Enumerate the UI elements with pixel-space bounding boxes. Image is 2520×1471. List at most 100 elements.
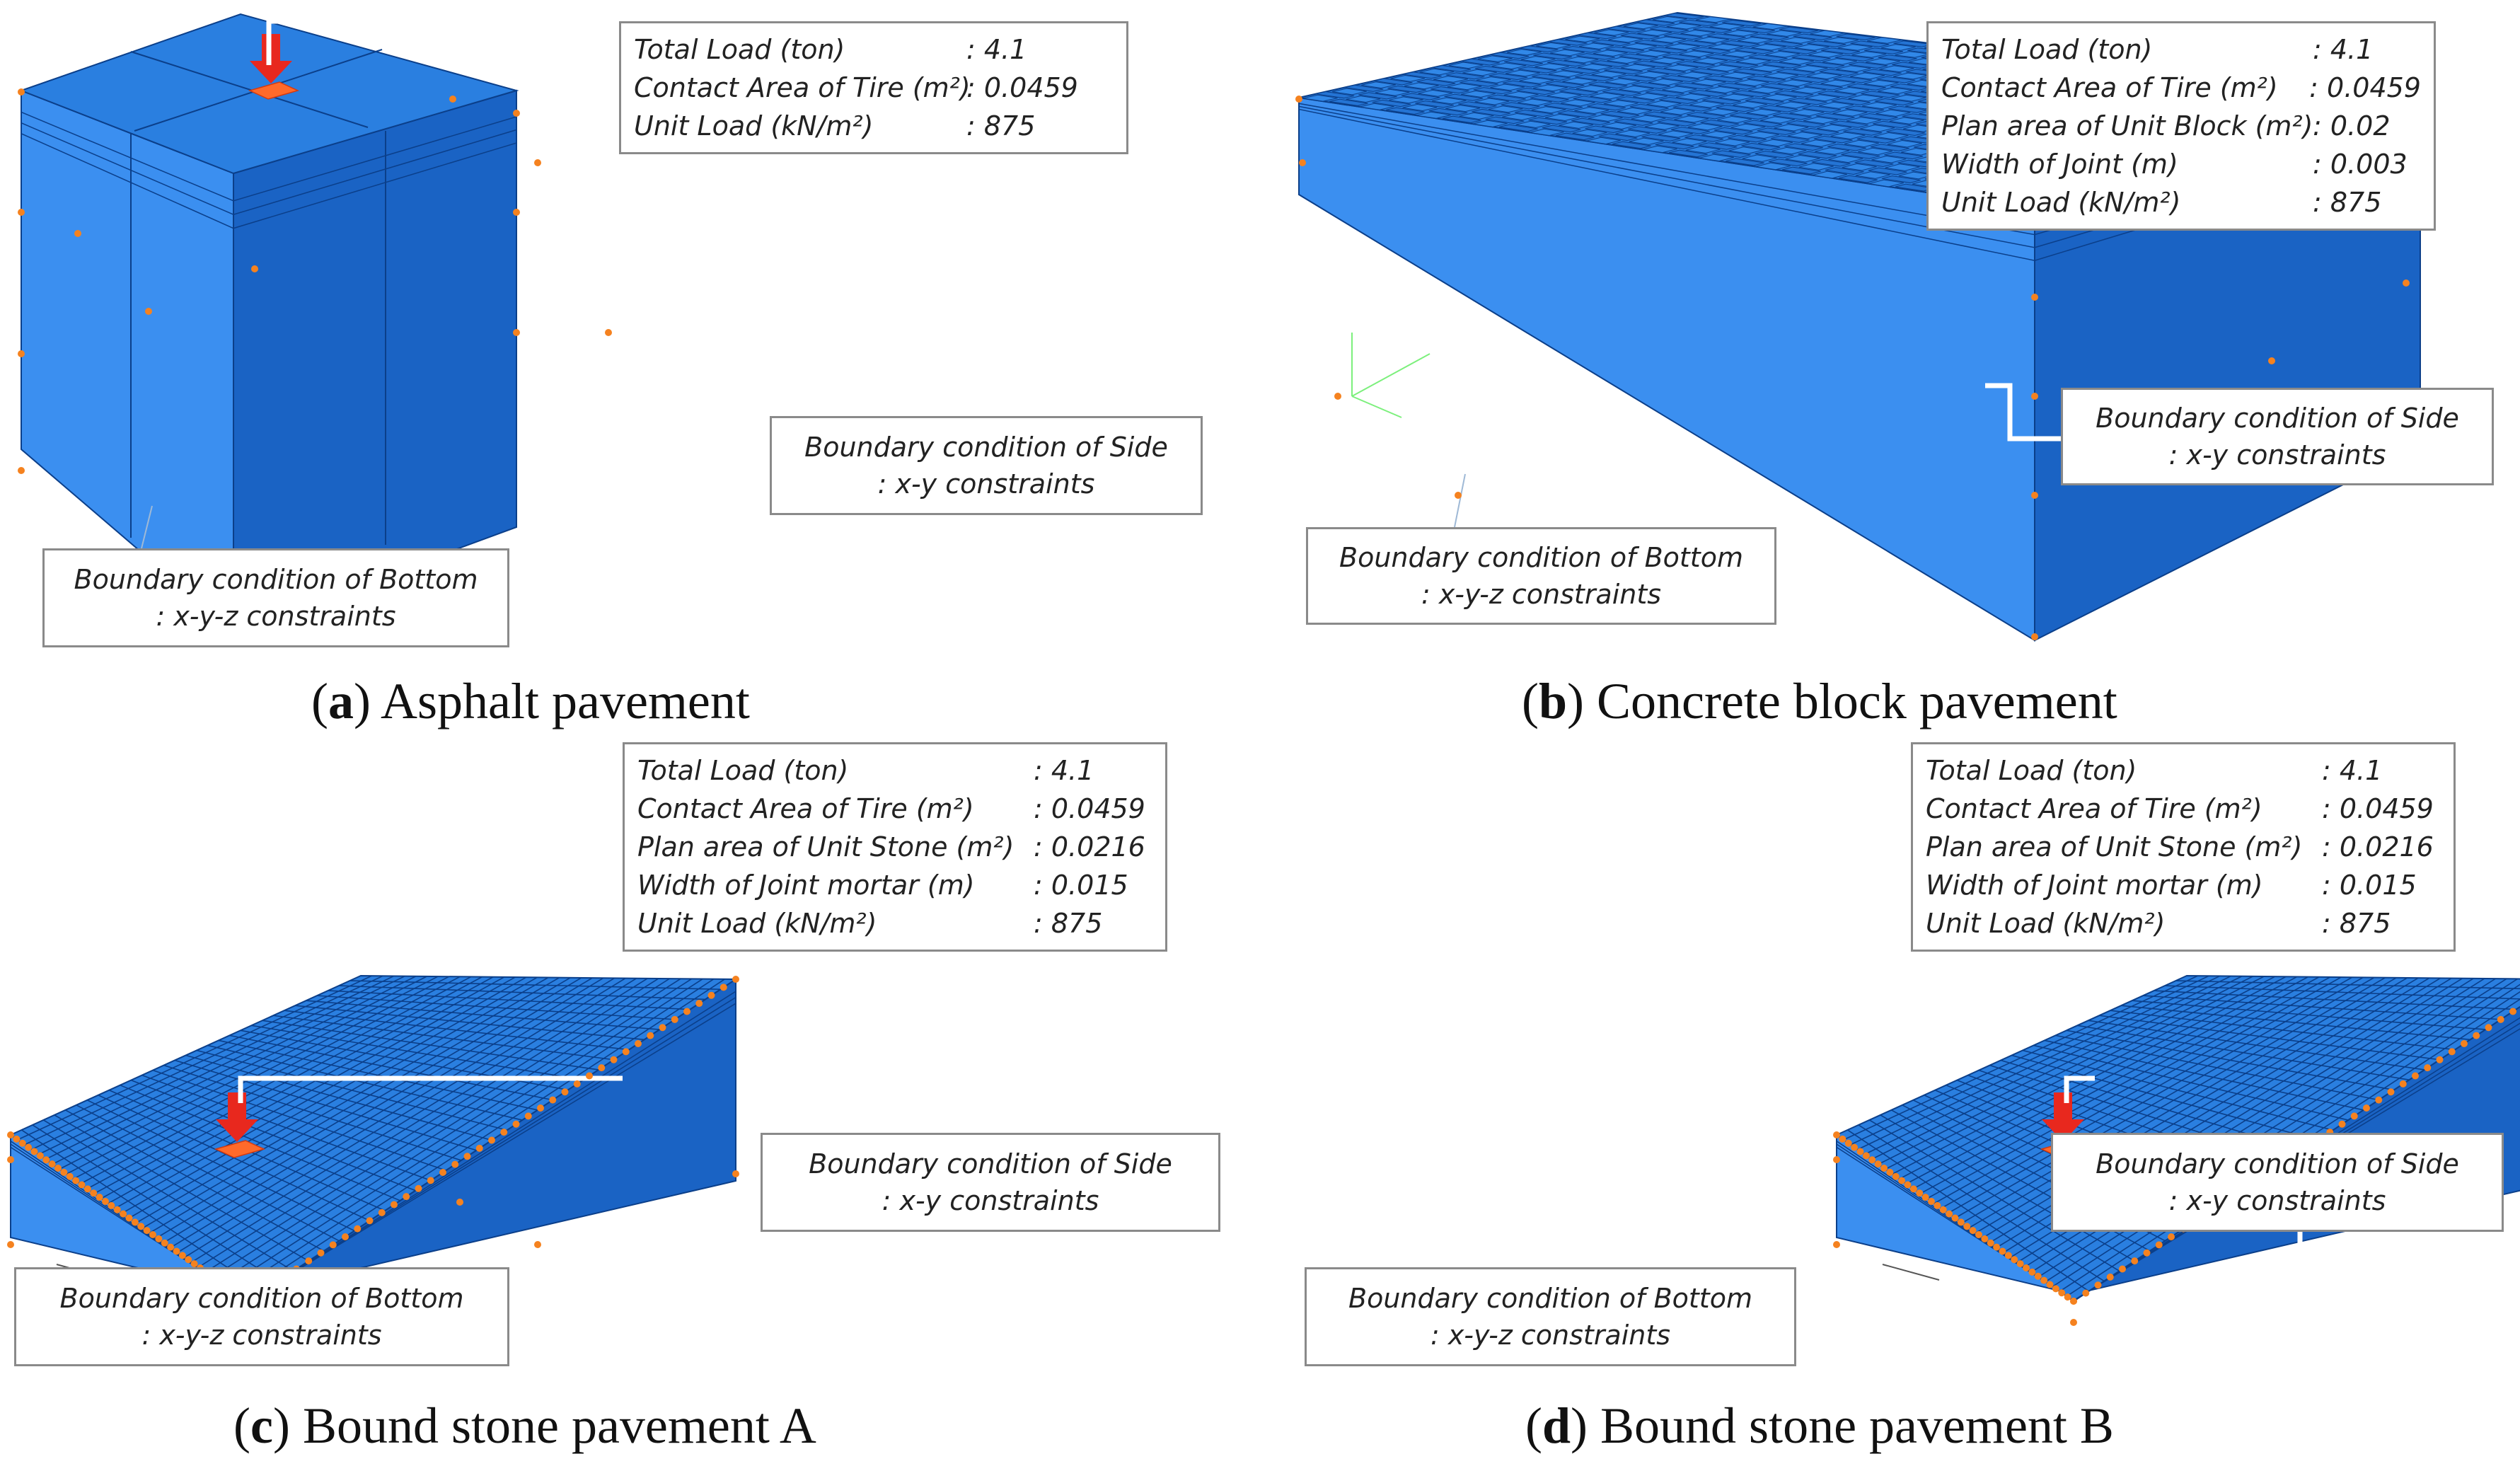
boundary-node	[1851, 1143, 1859, 1151]
paving-block	[1815, 147, 1850, 155]
paving-block	[1755, 162, 1791, 171]
paving-block	[1700, 119, 1740, 127]
boundary-node	[2387, 1088, 2395, 1096]
paving-block	[1878, 54, 1917, 62]
paving-block	[1866, 37, 1902, 44]
info-label: Width of Joint (m)	[1941, 149, 2178, 180]
paving-block	[1790, 76, 1830, 83]
caption-text: Bound stone pavement B	[1600, 1397, 2114, 1454]
boundary-node	[1921, 1194, 1929, 1201]
paving-block	[1346, 96, 1381, 103]
boundary-node	[647, 1032, 654, 1039]
boundary-node	[610, 1056, 618, 1063]
paving-block	[1587, 103, 1626, 111]
paving-block	[1619, 85, 1654, 93]
info-label: Contact Area of Tire (m²)	[1926, 793, 2262, 824]
side-boundary-constraint: : x-y constraints	[2168, 1185, 2386, 1216]
paving-block	[1404, 82, 1439, 90]
paving-block	[1758, 139, 1793, 147]
paving-block	[1848, 94, 1883, 102]
paving-block	[1746, 108, 1781, 116]
paving-block	[1860, 125, 1895, 132]
boundary-node	[2106, 1273, 2114, 1281]
panel-letter: a	[328, 673, 354, 729]
paving-block	[1820, 47, 1861, 54]
paving-block	[1487, 94, 1526, 102]
boundary-node	[25, 1143, 33, 1151]
joint-line	[1919, 976, 2320, 1194]
info-value: : 0.0216	[2322, 831, 2434, 863]
info-value: : 4.1	[1034, 755, 1094, 786]
paving-block	[1731, 90, 1771, 98]
paving-block	[1730, 123, 1766, 131]
boundary-node	[1295, 96, 1302, 103]
joint-line	[233, 979, 715, 1292]
paving-block	[1706, 64, 1742, 72]
boundary-node	[1455, 492, 1462, 499]
joint-line	[198, 978, 659, 1268]
paving-block	[1827, 143, 1866, 151]
paving-block	[1803, 116, 1838, 125]
paving-block	[1828, 155, 1863, 163]
paving-block	[1505, 69, 1540, 77]
paving-block	[1657, 119, 1697, 127]
paving-block	[1889, 117, 1924, 125]
paving-block	[1742, 154, 1777, 162]
paving-block	[1302, 94, 1338, 102]
paving-block	[1544, 113, 1580, 122]
boundary-node	[185, 1256, 192, 1264]
paving-block	[1748, 54, 1788, 62]
paving-block	[1771, 146, 1807, 155]
bottom-boundary-title: Boundary condition of Bottom	[1339, 542, 1743, 573]
paving-block	[1490, 83, 1525, 91]
boundary-node	[2034, 1272, 2042, 1280]
paving-block	[1789, 109, 1825, 117]
boundary-node	[1844, 1139, 1852, 1147]
panel-b: Total Load (ton): 4.1 Contact Area of Ti…	[1260, 0, 2520, 736]
paving-block	[1529, 128, 1564, 136]
paving-block	[1474, 98, 1510, 105]
paving-block	[1573, 96, 1612, 103]
paving-block	[1779, 26, 1818, 34]
boundary-node	[2119, 1265, 2126, 1273]
joint-line	[170, 977, 615, 1248]
paving-block	[1747, 76, 1786, 83]
boundary-node	[190, 1260, 198, 1268]
boundary-node	[391, 1201, 398, 1208]
boundary-node	[2473, 1032, 2480, 1039]
paving-block	[1772, 113, 1812, 120]
boundary-node	[1957, 1218, 1965, 1226]
joint-line	[1961, 976, 2386, 1224]
paving-block	[1784, 143, 1824, 151]
paving-block	[1532, 74, 1571, 81]
boundary-node	[537, 1104, 544, 1112]
paving-block	[1620, 33, 1660, 40]
tire-contact-patch	[214, 1140, 266, 1158]
joint-line	[1843, 975, 2198, 1141]
side-boundary-constraint: : x-y constraints	[877, 468, 1095, 500]
paving-block	[1461, 90, 1496, 98]
paving-block	[1631, 81, 1671, 89]
info-value: : 0.0459	[966, 72, 1078, 103]
boundary-node	[178, 1252, 186, 1259]
boundary-node	[54, 1165, 62, 1172]
paving-block	[1532, 84, 1568, 92]
boundary-node	[42, 1156, 50, 1164]
boundary-node	[707, 991, 715, 999]
boundary-node	[2131, 1257, 2139, 1265]
paving-block	[1666, 23, 1701, 30]
info-value: : 0.003	[2313, 149, 2408, 180]
paving-block	[1658, 130, 1694, 138]
boundary-node	[2064, 1293, 2071, 1301]
axis-x-line	[1351, 396, 1402, 418]
joint-line	[156, 977, 593, 1238]
joint-line	[1941, 976, 2353, 1209]
paving-block	[1868, 179, 1905, 188]
paving-block	[1418, 89, 1453, 97]
paving-block	[1645, 89, 1684, 97]
paving-block	[1491, 62, 1527, 70]
paving-block	[1764, 72, 1799, 79]
paving-block	[1752, 23, 1788, 30]
joint-line	[115, 976, 527, 1209]
paving-block	[1850, 40, 1890, 47]
